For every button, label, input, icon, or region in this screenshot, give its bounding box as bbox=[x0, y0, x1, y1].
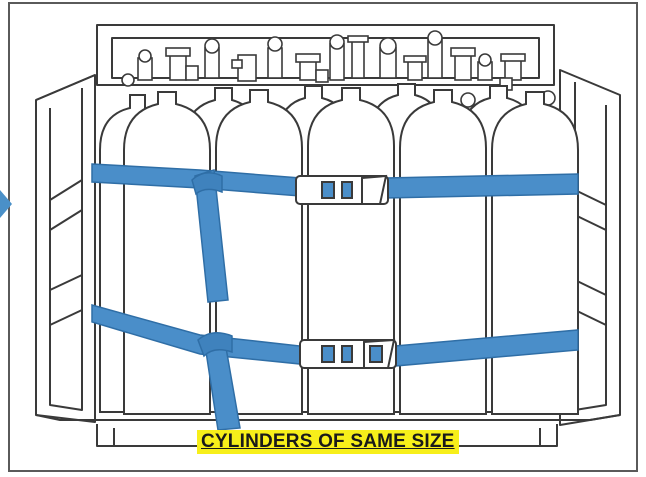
lower-strap bbox=[91, 304, 579, 431]
pointer-arrow-icon bbox=[0, 190, 12, 218]
crate-left-wall bbox=[35, 74, 96, 423]
lower-buckle-icon bbox=[299, 338, 397, 369]
upper-strap bbox=[91, 163, 579, 303]
crate-floor bbox=[35, 414, 621, 421]
figure-caption: CYLINDERS OF SAME SIZE bbox=[197, 430, 459, 454]
upper-buckle-icon bbox=[295, 174, 389, 205]
front-row-cylinders bbox=[123, 87, 579, 415]
valve-cluster bbox=[121, 30, 556, 108]
